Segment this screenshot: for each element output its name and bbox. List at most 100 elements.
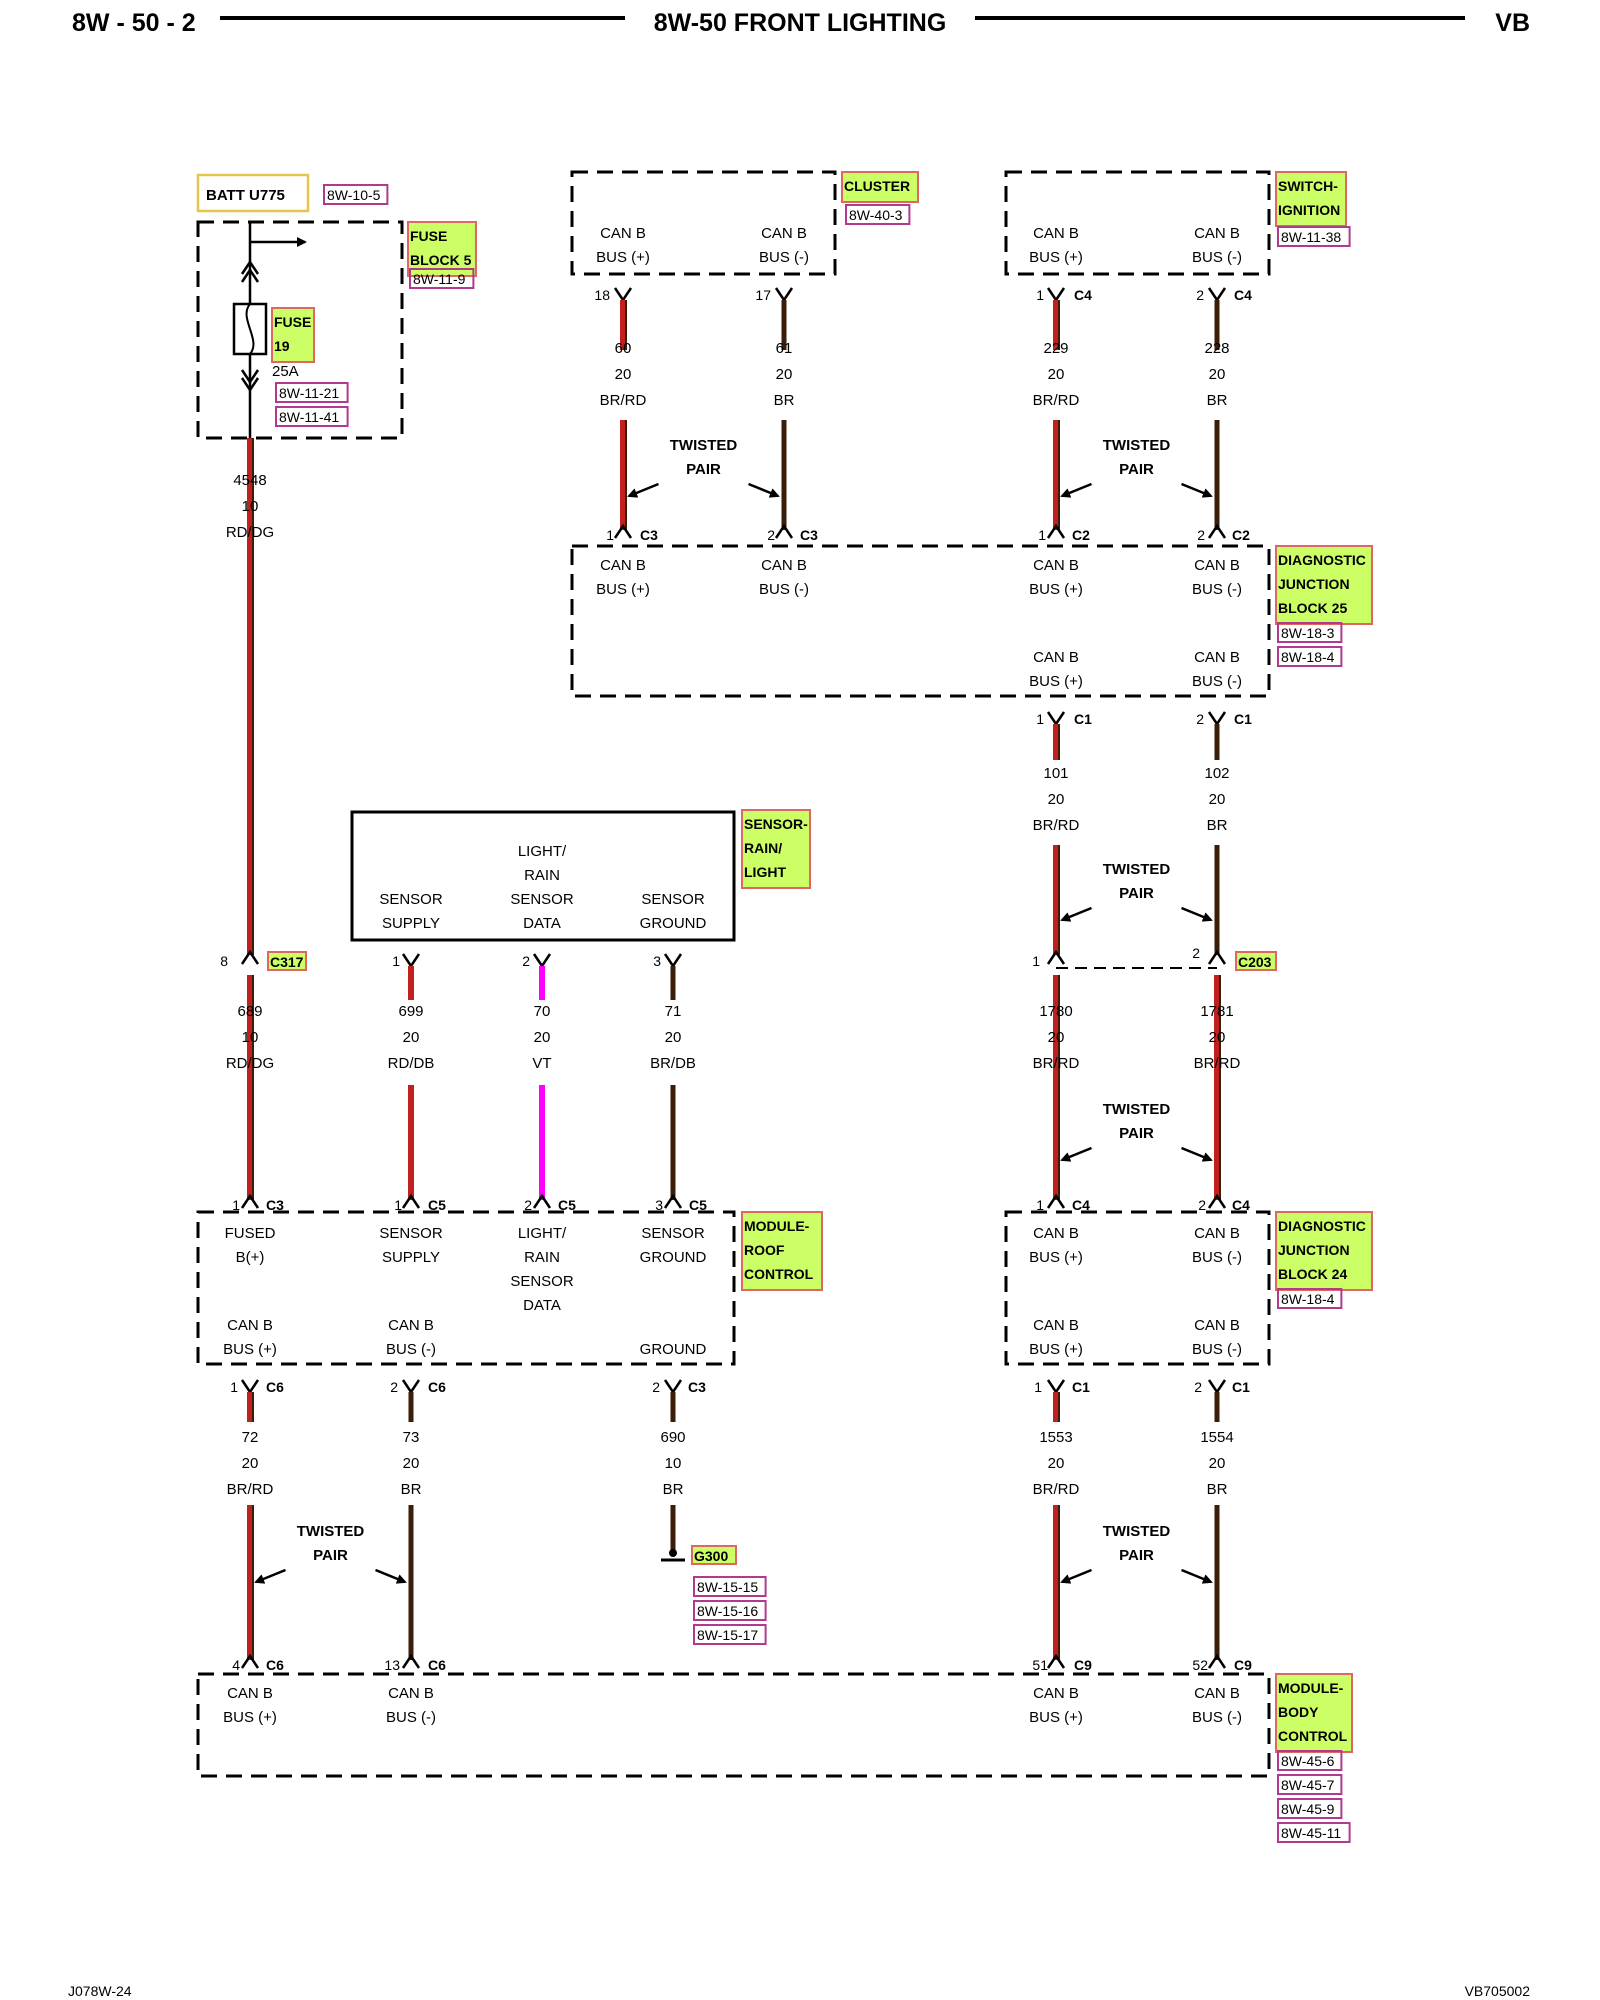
component-pin-label: BUS (-) [1192, 1709, 1242, 1726]
fuse-19-name-tag-bg [271, 307, 315, 363]
twisted-pair-label: TWISTED [1103, 1101, 1171, 1118]
fuse-block-5-name-tag-bg [407, 221, 477, 277]
component-pin-label: CAN B [227, 1317, 273, 1334]
wire-circuit-number: 229 [1043, 340, 1068, 357]
wire-color-code: RD/DB [388, 1055, 435, 1072]
connector-terminal-male [240, 1653, 260, 1669]
connector-terminal-male [1046, 1193, 1066, 1209]
connector-terminal-female [240, 369, 260, 385]
page-reference: 8W-45-11 [1281, 1825, 1341, 1841]
wire-color-code: BR [1207, 392, 1228, 409]
c203-tag-bg [1235, 951, 1277, 971]
wire-circuit-number: 102 [1204, 765, 1229, 782]
fuse-element [245, 303, 255, 355]
wire-gauge: 20 [1048, 366, 1065, 383]
page-reference-box [1277, 1750, 1343, 1771]
switch-ignition-name: IGNITION [1278, 202, 1340, 218]
wire-gauge: 20 [1048, 1455, 1065, 1472]
connector-terminal-male [240, 267, 260, 283]
connector-pin-number: 2 [1194, 1379, 1202, 1395]
connector-pin-number: 1 [1036, 711, 1044, 727]
component-pin-label: CAN B [1033, 225, 1079, 242]
wire-color-code: BR [401, 1481, 422, 1498]
connector-name: C3 [800, 527, 818, 543]
component-pin-label: BUS (+) [596, 581, 650, 598]
wire-circuit-number: 71 [665, 1003, 682, 1020]
twisted-pair-label: TWISTED [1103, 1523, 1171, 1540]
wire-circuit-number: 72 [242, 1429, 259, 1446]
fuse-block-5-name: FUSE [410, 228, 447, 244]
twisted-pair-label: PAIR [1119, 1125, 1154, 1142]
wire-gauge: 20 [403, 1029, 420, 1046]
component-pin-label: CAN B [388, 1685, 434, 1702]
connector-name: C4 [1234, 287, 1252, 303]
wire-color-code: BR/RD [1033, 392, 1080, 409]
connector-name: C6 [266, 1379, 284, 1395]
component-pin-label: B(+) [236, 1249, 265, 1266]
twisted-pair-arrow-right [748, 482, 780, 498]
connector-name: C5 [558, 1197, 576, 1213]
connector-terminal-male [1046, 949, 1066, 965]
component-pin-label: BUS (+) [223, 1709, 277, 1726]
connector-terminal-male [613, 523, 633, 539]
connector-terminal-male [1207, 1653, 1227, 1669]
wire-gauge: 10 [242, 1029, 259, 1046]
connector-pin-number: 2 [1192, 945, 1200, 961]
connector-name: C4 [1232, 1197, 1250, 1213]
wire-circuit-number: 1780 [1039, 1003, 1072, 1020]
component-pin-label: SENSOR [379, 1225, 443, 1242]
wire-color-code: BR/RD [227, 1481, 274, 1498]
twisted-pair-label: TWISTED [1103, 437, 1171, 454]
fuse-19-name: 19 [274, 338, 290, 354]
connector-pin-number: 1 [606, 527, 614, 543]
connector-terminal-male [1207, 1193, 1227, 1209]
roof-control-name: ROOF [744, 1242, 785, 1258]
wire-circuit-number: 73 [403, 1429, 420, 1446]
twisted-pair-arrow-left [1060, 1146, 1092, 1162]
component-pin-label: GROUND [640, 1249, 707, 1266]
connector-terminal-female [1207, 711, 1227, 727]
twisted-pair-arrow-left [627, 482, 659, 498]
connector-terminal-female [401, 953, 421, 969]
component-pin-label: BUS (-) [386, 1341, 436, 1358]
wire-circuit-number: 689 [237, 1003, 262, 1020]
wire-gauge: 20 [1209, 366, 1226, 383]
page-reference: 8W-10-5 [327, 187, 381, 203]
page-reference: 8W-15-15 [697, 1579, 758, 1595]
connector-terminal-female [663, 953, 683, 969]
connector-pin-number: 8 [220, 953, 228, 969]
page-reference-box [693, 1576, 767, 1597]
connector-pin-number: 2 [1196, 711, 1204, 727]
fuse-19-name: FUSE [274, 314, 311, 330]
connector-name: C1 [1232, 1379, 1250, 1395]
wire-color-code: BR/DB [650, 1055, 696, 1072]
connector-pin-number: 17 [755, 287, 771, 303]
djb24-name: BLOCK 24 [1278, 1266, 1347, 1282]
batt-label: BATT U775 [206, 187, 285, 204]
component-pin-label: BUS (-) [759, 581, 809, 598]
wire-color-code: BR [663, 1481, 684, 1498]
connector-name: C6 [428, 1379, 446, 1395]
footer-right-code: VB705002 [1465, 1983, 1531, 1999]
twisted-pair-arrow-left [1060, 1568, 1092, 1584]
component-pin-label: SENSOR [379, 891, 443, 908]
connector-pin-number: 1 [1036, 287, 1044, 303]
component-pin-label: CAN B [1194, 1225, 1240, 1242]
wire-color-code: BR [1207, 1481, 1228, 1498]
connector-name: C6 [428, 1657, 446, 1673]
connector-terminal-female [1046, 287, 1066, 303]
connector-terminal-female [1207, 287, 1227, 303]
connector-terminal-male [663, 1193, 683, 1209]
component-pin-label: BUS (-) [1192, 1249, 1242, 1266]
body-control-box [196, 1672, 1271, 1778]
djb24-box [1004, 1210, 1271, 1366]
component-pin-label: GROUND [640, 1341, 707, 1358]
connector-terminal-male [240, 1193, 260, 1209]
connector-pin-number: 3 [653, 953, 661, 969]
connector-pin-number: 2 [652, 1379, 660, 1395]
component-pin-label: CAN B [1194, 1685, 1240, 1702]
wire-circuit-number: 61 [776, 340, 793, 357]
page-reference-box [275, 382, 349, 403]
wire-gauge: 20 [1209, 1029, 1226, 1046]
djb24-name-tag-bg [1275, 1211, 1373, 1291]
